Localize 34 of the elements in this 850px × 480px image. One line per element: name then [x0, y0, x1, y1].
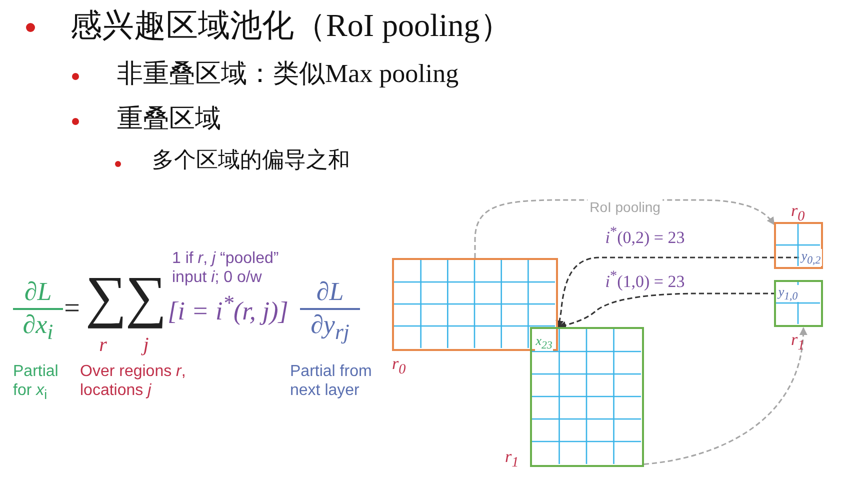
dashed-arrow	[556, 256, 799, 328]
dashed-arrow	[644, 327, 807, 465]
pooled-grid	[774, 280, 823, 327]
formula-term: ∂x$_{i}$	[22, 309, 54, 346]
grid-cell: y$_{1,0}$	[776, 282, 800, 305]
dashed-arrow	[558, 292, 776, 330]
sum-sign: ∑	[125, 263, 167, 331]
region-label: r$_{1}$	[791, 330, 805, 354]
bullet-text: 非重叠区域：类似Max pooling	[117, 58, 459, 90]
formula-term: j	[143, 333, 149, 357]
formula-term: =	[64, 292, 80, 326]
formula-term: r	[99, 333, 107, 357]
heading-text: 感兴趣区域池化（RoI pooling）	[70, 6, 512, 44]
region-grid	[392, 258, 558, 351]
edge-label: i$^{*}$(0,2) = 23	[603, 224, 687, 248]
bullet-text: 重叠区域	[117, 103, 221, 134]
region-label: r$_{0}$	[392, 354, 406, 378]
bullet-text: 多个区域的偏导之和	[152, 147, 350, 174]
formula-note: 1 if r, j “pooled” input i; 0 o/w	[172, 249, 280, 288]
formula-note: Partial for x$_{i}$	[13, 362, 60, 404]
edge-label: i$^{*}$(1,0) = 23	[603, 268, 687, 292]
region-label: r$_{0}$	[791, 201, 805, 226]
region-label: r$_{1}$	[505, 447, 519, 472]
grid-cell: y$_{0,2}$	[799, 246, 823, 269]
formula-term: [i = i$^{*}$(r, j)]	[168, 290, 288, 327]
pooled-grid	[774, 222, 823, 269]
formula-term: ∂y$_{rj}$	[310, 309, 350, 346]
formula-term: ∂L	[316, 276, 344, 308]
region-grid	[530, 327, 644, 467]
formula-term: ∂L	[24, 276, 52, 308]
formula-note: Partial from next layer	[290, 362, 373, 400]
formula-note: Over regions r, locations j	[80, 362, 187, 400]
edge-label: RoI pooling	[588, 199, 662, 215]
sum-sign: ∑	[85, 263, 127, 331]
